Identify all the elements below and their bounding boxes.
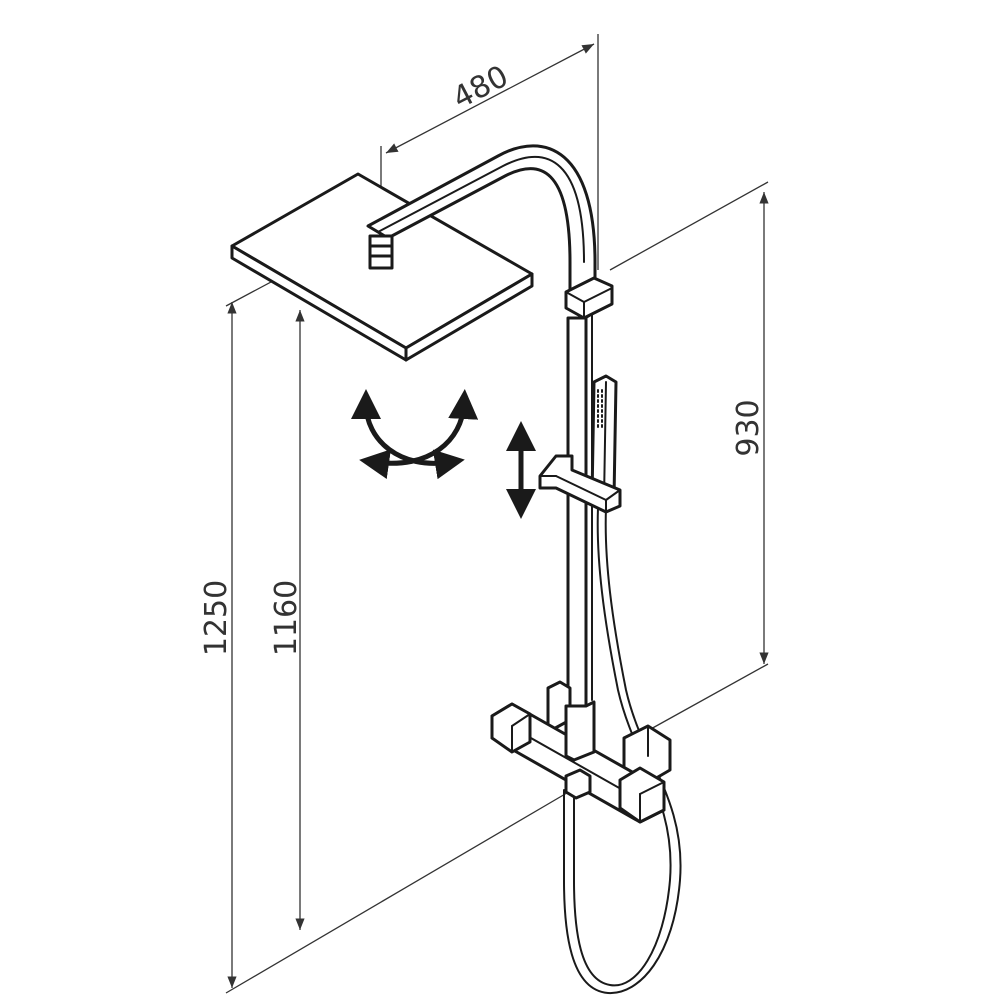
- dimension-1250: 1250: [199, 225, 573, 994]
- thermostatic-mixer: [490, 680, 672, 824]
- shower-arm-edge: [377, 156, 585, 263]
- collar-body: [564, 276, 614, 320]
- dimension-930: 930: [609, 181, 769, 736]
- extension-line-bottom-1250: [225, 789, 573, 994]
- swivel-rotation-icon: [351, 389, 479, 480]
- rail-connector: [564, 700, 596, 762]
- rotation-arrow-one: [351, 389, 465, 480]
- slider-edge-3: [605, 489, 621, 501]
- collar-edge-2: [583, 287, 613, 303]
- flow-handle[interactable]: [618, 766, 666, 824]
- rail-front: [566, 316, 588, 708]
- dimension-label-1250: 1250: [199, 580, 234, 656]
- dimension-line-480: [385, 43, 595, 154]
- extension-line-bottom-930: [639, 663, 769, 736]
- slide-holder: [538, 454, 622, 514]
- connector-nut-bottom: [368, 254, 394, 270]
- slider-edge-2: [555, 475, 607, 501]
- dimension-label-480: 480: [447, 59, 514, 116]
- rotation-arrow-two: [359, 389, 479, 479]
- hose-outlet: [564, 768, 592, 800]
- hose-inner: [563, 507, 682, 995]
- shower-hose: [563, 507, 682, 995]
- hose-outer: [573, 507, 672, 987]
- flow-handle-edge: [639, 781, 665, 795]
- rail-collar: [564, 276, 614, 320]
- hand-shower-edge: [603, 381, 607, 501]
- dimension-label-1160: 1160: [269, 580, 304, 656]
- temperature-handle-edge: [511, 713, 531, 727]
- riser-rail: [566, 313, 593, 708]
- dimension-1160: 1160: [269, 310, 305, 930]
- shower-head-side-edge: [404, 272, 534, 362]
- collar-edge: [565, 291, 585, 303]
- dimension-label-930: 930: [731, 399, 766, 456]
- extension-line-top-930: [609, 181, 769, 271]
